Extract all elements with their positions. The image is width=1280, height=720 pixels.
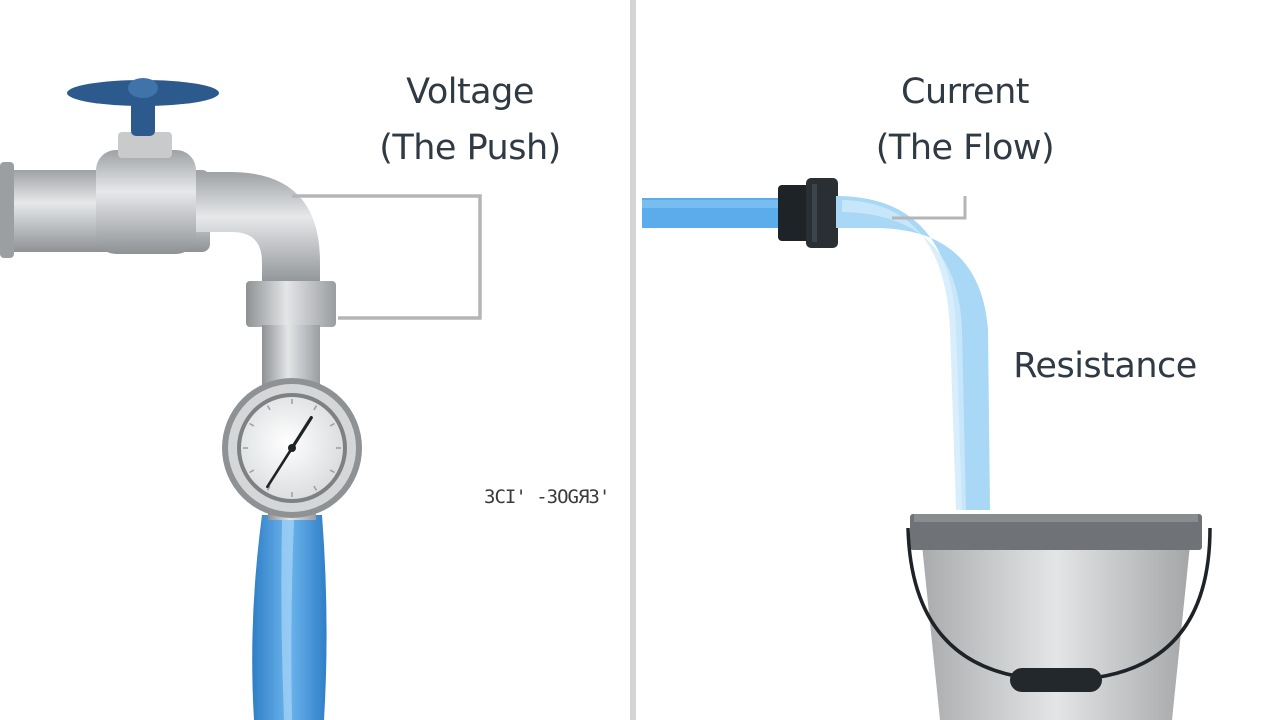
center-divider bbox=[630, 0, 636, 720]
bucket-handle-grip bbox=[1010, 668, 1102, 692]
voltage-title: Voltage bbox=[406, 72, 534, 112]
voltage-label: Voltage (The Push) bbox=[360, 64, 580, 176]
gauge-needle-tail bbox=[266, 446, 294, 489]
gauge-tick bbox=[313, 485, 318, 491]
bucket-body bbox=[922, 545, 1190, 720]
current-bracket bbox=[892, 196, 967, 220]
gauge-tick bbox=[329, 469, 335, 474]
pipe-coupling bbox=[246, 281, 336, 327]
gauge-tick bbox=[249, 422, 255, 427]
gauge-tick bbox=[249, 469, 255, 474]
bucket bbox=[906, 514, 1212, 720]
faucet bbox=[0, 78, 336, 395]
faucet-elbow bbox=[190, 172, 320, 285]
current-label: Current (The Flow) bbox=[855, 64, 1075, 176]
resistance-label: Resistance bbox=[990, 338, 1220, 394]
water-stream-right bbox=[836, 196, 990, 510]
hose bbox=[642, 178, 838, 248]
voltage-bracket bbox=[292, 194, 482, 320]
garbled-caption: ЗСI' -ЗОGЯЗ' bbox=[484, 486, 610, 508]
gauge-tick bbox=[266, 485, 271, 491]
current-subtitle: (The Flow) bbox=[875, 128, 1055, 168]
current-title: Current bbox=[901, 72, 1029, 112]
faucet-stem bbox=[118, 132, 172, 158]
pressure-gauge bbox=[222, 378, 362, 520]
gauge-ticks bbox=[243, 399, 341, 497]
bucket-rim bbox=[910, 514, 1202, 550]
resistance-title: Resistance bbox=[1013, 346, 1197, 386]
voltage-subtitle: (The Push) bbox=[379, 128, 561, 168]
gauge-tick bbox=[266, 405, 271, 411]
gauge-needle bbox=[290, 416, 313, 450]
gauge-tick bbox=[329, 422, 335, 427]
hose-nozzle bbox=[778, 185, 812, 241]
gauge-tick bbox=[313, 405, 318, 411]
